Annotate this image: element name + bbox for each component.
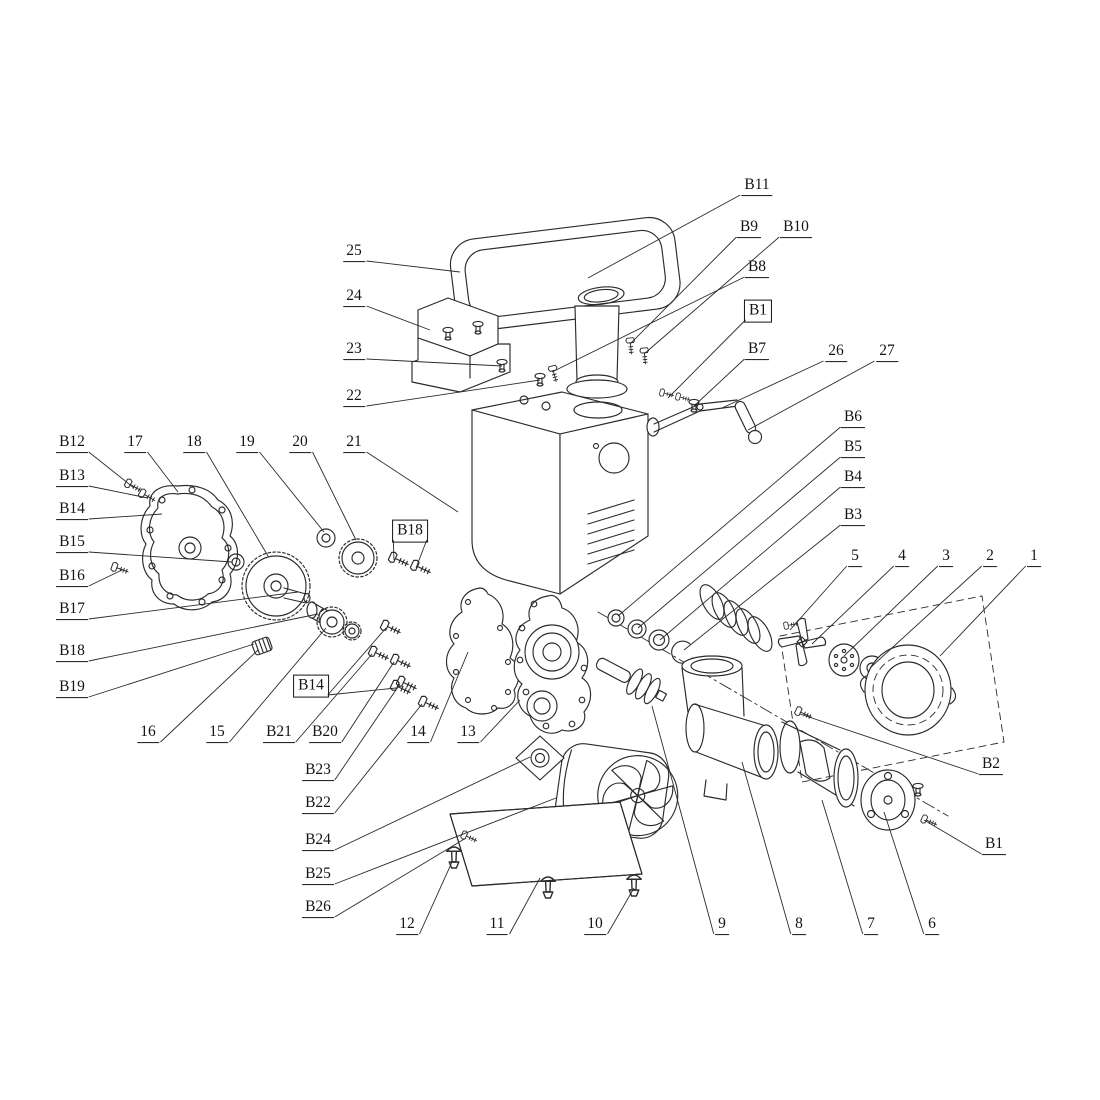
- part-label-6-55: 6: [925, 915, 939, 935]
- part-label-b21-38: B21: [263, 723, 295, 743]
- loose-bolts: [367, 550, 442, 715]
- part-label-18-14: 18: [183, 433, 205, 453]
- part-label-1-35: 1: [1027, 547, 1041, 567]
- part-label-b10-2: B10: [780, 218, 812, 238]
- part-label-b3-30: B3: [840, 506, 866, 526]
- part-label-b9-1: B9: [736, 218, 762, 238]
- gasket-plate-part: [445, 587, 520, 715]
- part-label-b14-26: B14: [293, 674, 329, 698]
- part-label-b5-28: B5: [840, 438, 866, 458]
- part-label-b16-22: B16: [56, 567, 88, 587]
- part-label-14-40: 14: [407, 723, 429, 743]
- part-label-10-51: 10: [584, 915, 606, 935]
- part-label-2-34: 2: [983, 547, 997, 567]
- part-label-b4-29: B4: [840, 468, 866, 488]
- part-label-b15-21: B15: [56, 533, 88, 553]
- part-label-b11-0: B11: [741, 176, 773, 196]
- part-label-7-54: 7: [864, 915, 878, 935]
- part-label-5-31: 5: [848, 547, 862, 567]
- gear-train-part: [227, 528, 378, 656]
- base-plate-part: [446, 801, 643, 899]
- part-label-25-8: 25: [343, 242, 365, 262]
- gearbox-housing-part: [513, 594, 592, 734]
- part-label-b26-46: B26: [302, 898, 334, 918]
- perforated-plate-part: [828, 643, 860, 677]
- part-label-b19-25: B19: [56, 678, 88, 698]
- part-label-4-32: 4: [895, 547, 909, 567]
- part-label-13-41: 13: [457, 723, 479, 743]
- part-label-b25-45: B25: [302, 865, 334, 885]
- part-label-b8-3: B8: [744, 258, 770, 278]
- part-label-b18-24: B18: [56, 642, 88, 662]
- part-label-b6-27: B6: [840, 408, 866, 428]
- part-label-26-6: 26: [825, 342, 847, 362]
- part-label-3-33: 3: [939, 547, 953, 567]
- main-housing-part: [471, 391, 649, 595]
- part-label-17-13: 17: [124, 433, 146, 453]
- knife-part: [777, 617, 827, 667]
- part-label-b24-44: B24: [302, 831, 334, 851]
- part-label-23-10: 23: [343, 340, 365, 360]
- part-label-20-16: 20: [289, 433, 311, 453]
- part-label-b12-12: B12: [56, 433, 88, 453]
- part-label-15-37: 15: [206, 723, 228, 743]
- part-label-11-50: 11: [486, 915, 508, 935]
- gear-cover-part: [109, 477, 239, 611]
- part-label-b14-19: B14: [56, 500, 88, 520]
- cylinder-sleeve-part: [779, 720, 859, 808]
- part-label-9-52: 9: [715, 915, 729, 935]
- part-label-b20-39: B20: [309, 723, 341, 743]
- part-label-27-7: 27: [876, 342, 898, 362]
- part-label-b17-23: B17: [56, 600, 88, 620]
- part-label-8-53: 8: [792, 915, 806, 935]
- shaft-washers-part: [607, 609, 693, 664]
- part-label-b7-5: B7: [744, 340, 770, 360]
- part-label-22-11: 22: [343, 387, 365, 407]
- worm-auger-part: [595, 657, 668, 705]
- part-label-21-17: 21: [343, 433, 365, 453]
- part-label-b1-4: B1: [743, 299, 773, 323]
- part-label-24-9: 24: [343, 287, 365, 307]
- part-label-b1-48: B1: [981, 835, 1007, 855]
- cutting-set-part: [777, 617, 957, 736]
- part-label-b13-18: B13: [56, 467, 88, 487]
- coil-spring-part: [699, 584, 773, 652]
- crank-handle-part: [646, 387, 763, 445]
- knurled-nut-part: [251, 636, 273, 656]
- part-label-b23-42: B23: [302, 761, 334, 781]
- end-cap-part: [860, 769, 939, 831]
- part-label-12-49: 12: [396, 915, 418, 935]
- part-label-b2-47: B2: [978, 755, 1004, 775]
- part-label-b18-20: B18: [392, 519, 428, 543]
- part-label-16-36: 16: [137, 723, 159, 743]
- part-label-19-15: 19: [236, 433, 258, 453]
- part-label-b22-43: B22: [302, 794, 334, 814]
